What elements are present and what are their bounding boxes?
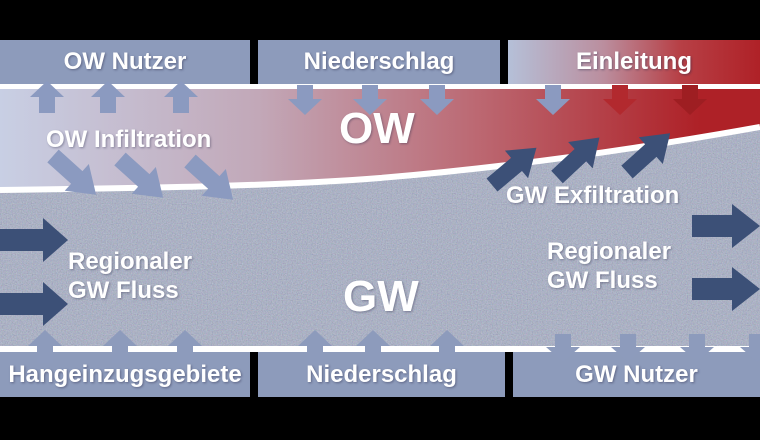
arrow-up-icon bbox=[298, 330, 332, 363]
arrow-down-icon bbox=[546, 334, 580, 362]
arrow-down-icon bbox=[740, 334, 760, 362]
arrow-down-right-icon bbox=[184, 154, 234, 200]
arrow-up-icon bbox=[164, 81, 198, 113]
arrow-down-icon bbox=[353, 85, 387, 115]
arrow-right-icon bbox=[692, 204, 760, 248]
box-niederschlag-top-label: Niederschlag bbox=[303, 48, 455, 75]
ow-zone-label: OW bbox=[339, 104, 415, 153]
arrow-up-icon bbox=[356, 330, 390, 363]
arrow-up-icon bbox=[430, 330, 464, 363]
arrow-right-icon bbox=[692, 267, 760, 311]
arrow-right-icon bbox=[0, 282, 68, 326]
ow-infiltration-label: OW Infiltration bbox=[46, 126, 212, 153]
arrow-down-icon bbox=[680, 334, 714, 362]
arrow-up-icon bbox=[168, 330, 202, 363]
box-hangeinzugsgebiete-label: Hangeinzugsgebiete bbox=[8, 360, 242, 388]
arrow-up-right-icon bbox=[551, 137, 600, 184]
gw-zone-label: GW bbox=[343, 272, 419, 321]
arrow-up-icon bbox=[28, 330, 62, 363]
arrow-down-icon bbox=[603, 85, 637, 115]
arrow-down-icon bbox=[420, 85, 454, 115]
ow-gw-boundary bbox=[0, 124, 760, 193]
box-ow-nutzer: OW Nutzer bbox=[0, 40, 250, 84]
regional-gw-inflow-arrows bbox=[0, 218, 68, 326]
box-ow-nutzer-label: OW Nutzer bbox=[63, 48, 187, 75]
arrow-down-icon bbox=[611, 334, 645, 362]
regional-gw-fluss-right-label: Regionaler GW Fluss bbox=[547, 238, 672, 294]
ow-infiltration-arrows bbox=[47, 149, 234, 200]
niederschlag-bottom-arrows bbox=[298, 330, 464, 363]
arrow-up-icon bbox=[91, 81, 125, 113]
box-niederschlag-bottom-label: Niederschlag bbox=[306, 360, 457, 388]
arrow-down-icon bbox=[536, 85, 570, 115]
box-niederschlag-bottom: Niederschlag bbox=[258, 352, 505, 397]
box-einleitung: Einleitung bbox=[508, 40, 760, 84]
hangeinzugsgebiete-arrows bbox=[28, 330, 202, 363]
einleitung-arrows bbox=[536, 85, 707, 115]
arrow-down-icon bbox=[673, 85, 707, 115]
box-gw-nutzer-label: GW Nutzer bbox=[575, 360, 698, 388]
arrow-up-icon bbox=[30, 81, 64, 113]
ow-nutzer-uptake-arrows bbox=[30, 81, 198, 113]
niederschlag-top-arrows bbox=[288, 85, 454, 115]
arrow-up-right-icon bbox=[486, 147, 537, 192]
arrow-down-right-icon bbox=[114, 152, 164, 198]
regional-gw-outflow-arrows bbox=[692, 204, 760, 311]
box-einleitung-label: Einleitung bbox=[576, 48, 692, 75]
arrow-down-icon bbox=[288, 85, 322, 115]
arrow-up-right-icon bbox=[621, 133, 671, 179]
regional-gw-fluss-left-label: Regionaler GW Fluss bbox=[68, 248, 193, 304]
gw-exfiltration-label: GW Exfiltration bbox=[506, 182, 680, 209]
arrow-right-icon bbox=[0, 218, 68, 262]
arrow-up-icon bbox=[103, 330, 137, 363]
gw-nutzer-arrows bbox=[546, 334, 760, 362]
box-gw-nutzer: GW Nutzer bbox=[513, 352, 760, 397]
gw-exfiltration-arrows bbox=[486, 133, 671, 192]
box-niederschlag-top: Niederschlag bbox=[258, 40, 500, 84]
arrow-down-right-icon bbox=[47, 149, 97, 195]
top-divider-line bbox=[0, 84, 760, 89]
